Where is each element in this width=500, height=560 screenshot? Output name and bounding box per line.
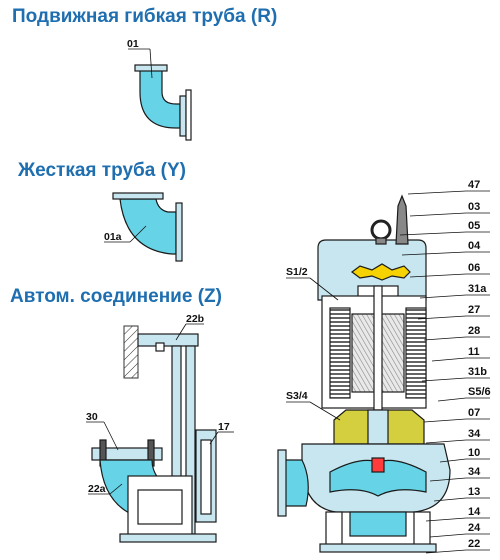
discharge-flange: [277, 449, 287, 517]
pump-callout-4: 06: [468, 262, 480, 274]
leader-22b-b: [175, 323, 187, 341]
pump-callout-leader-11: [423, 418, 467, 423]
base-foot-left: [325, 511, 343, 549]
base-ring: [319, 543, 437, 553]
flexible-elbow-collar: [185, 89, 192, 141]
pump-callout-12: 34: [468, 428, 481, 440]
impeller-hub: [371, 457, 385, 473]
pump-callout-leader-3: [401, 251, 467, 256]
lifting-ring-base: [375, 237, 387, 245]
lifting-ring-icon: [370, 219, 392, 241]
cable-gland-icon: [395, 194, 409, 245]
callout-s1-2: S1/2: [286, 266, 308, 278]
callout-01: 01: [127, 38, 139, 50]
pump-cross-section: [277, 194, 451, 553]
wall-hatch: [123, 325, 139, 379]
pump-callout-leader-14: [429, 477, 467, 482]
heading-rigid-pipe: Жесткая труба (Y): [18, 160, 186, 181]
flexible-elbow-side-flange: [179, 95, 187, 137]
pump-callout-leader-17: [429, 533, 467, 538]
impeller: [329, 459, 427, 497]
rigid-elbow-side-flange: [175, 202, 183, 262]
pump-callout-14: 34: [468, 466, 481, 478]
discharge-outlet: [283, 459, 309, 507]
callout-30: 30: [86, 411, 98, 423]
callout-s3-4: S3/4: [286, 390, 308, 402]
top-bracket-bolt: [155, 342, 165, 352]
pump-callout-leader-18: [425, 549, 467, 554]
pump-callout-0: 47: [468, 179, 480, 191]
flexible-pipe-elbow: [134, 64, 192, 141]
pump-callout-leader-12: [425, 439, 467, 444]
heading-flexible-pipe: Подвижная гибкая труба (R): [12, 6, 278, 27]
leader-01a-b: [129, 225, 147, 243]
leader-30-b: [103, 421, 119, 451]
pump-callout-leader-10: [437, 397, 467, 402]
base-frame-inner: [137, 489, 183, 525]
flexible-elbow-body: [139, 69, 181, 129]
pump-callout-7: 28: [468, 325, 480, 337]
pump-callout-18: 22: [468, 538, 480, 550]
rigid-elbow-top-flange: [112, 192, 164, 200]
leader-22a-b: [109, 483, 123, 495]
pump-callout-8: 11: [468, 346, 480, 358]
callout-22b: 22b: [186, 313, 204, 325]
pump-callout-15: 13: [468, 486, 480, 498]
base-foot-right: [413, 511, 431, 549]
callout-17: 17: [218, 421, 230, 433]
pump-callout-11: 07: [468, 407, 480, 419]
pump-callout-1: 03: [468, 201, 480, 213]
pump-callout-leader-1: [409, 212, 467, 217]
pump-callout-17: 24: [468, 522, 481, 534]
pump-callout-leader-15: [433, 497, 467, 502]
pump-callout-9: 31b: [468, 366, 487, 378]
leader-17-b: [209, 431, 219, 445]
pump-callout-leader-0: [407, 190, 467, 195]
pump-callout-5: 31a: [468, 283, 487, 295]
pump-callout-leader-2: [399, 231, 467, 236]
stator-winding-right: [405, 307, 427, 399]
pump-callout-leader-7: [423, 336, 467, 341]
heading-auto-coupling: Автом. соединение (Z): [10, 286, 222, 307]
pump-callout-2: 05: [468, 220, 480, 232]
top-bracket: [137, 333, 199, 347]
auto-coupling-assembly: [91, 325, 217, 543]
mechanical-seal: [367, 409, 389, 445]
pump-callout-leader-9: [421, 377, 467, 382]
pump-callout-16: 14: [468, 506, 481, 518]
pump-callout-6: 27: [468, 304, 480, 316]
rigid-elbow-body: [119, 198, 177, 255]
pump-callout-leader-13: [439, 458, 467, 463]
pump-callout-10: S5/6: [468, 386, 491, 398]
pump-callout-leader-6: [417, 315, 467, 320]
guide-claw-slot: [200, 439, 212, 515]
rigid-pipe-elbow: [112, 192, 183, 262]
pump-callout-leader-4: [409, 273, 467, 278]
base-plate: [119, 533, 217, 543]
pump-callout-leader-16: [425, 517, 467, 522]
callout-22a: 22a: [88, 483, 106, 495]
leader-s3-4-b: [309, 401, 341, 421]
motor-coupling: [351, 263, 411, 281]
pump-callout-leader-8: [431, 357, 467, 362]
callout-01a: 01a: [104, 231, 122, 243]
leader-s1-2-b: [309, 277, 339, 301]
pump-callout-3: 04: [468, 240, 481, 252]
leader-01-b: [149, 48, 153, 79]
pump-callout-leader-5: [419, 294, 467, 299]
stator-winding-left: [329, 307, 351, 399]
pump-callout-13: 10: [468, 447, 480, 459]
suction-inlet: [349, 511, 407, 537]
